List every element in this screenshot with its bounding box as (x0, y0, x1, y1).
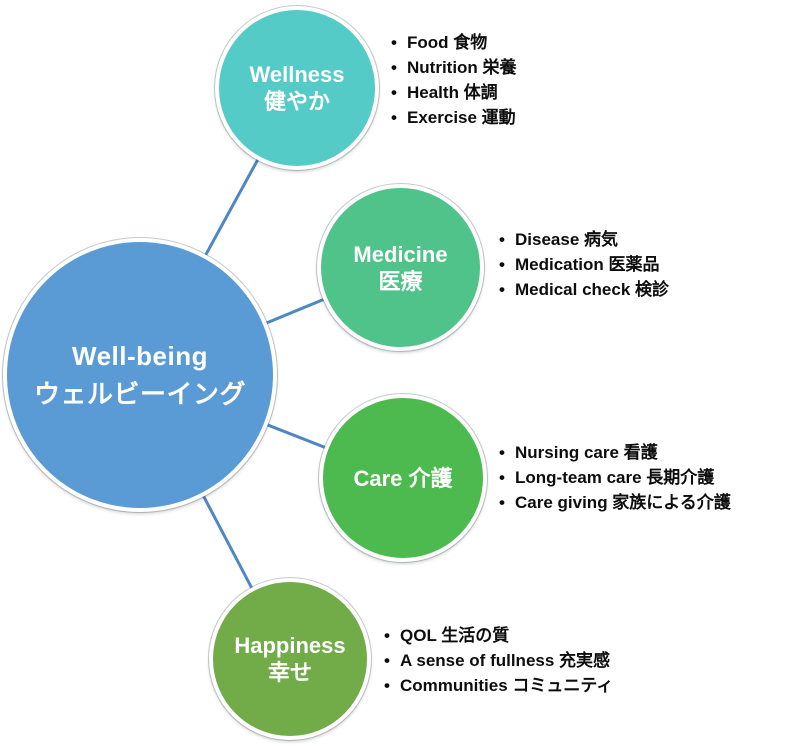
node-wellbeing-label-ja: ウェルビーイング (33, 379, 246, 409)
list-item-text: QOL 生活の質 (400, 626, 510, 645)
bullet-icon: • (499, 443, 505, 462)
bullet-icon: • (499, 255, 505, 274)
list-item: • Communities コミュニティ (384, 673, 613, 698)
list-item: • Disease 病気 (499, 227, 669, 252)
node-happiness-label-en: Happiness (234, 633, 346, 658)
bullet-icon: • (499, 493, 505, 512)
bullet-icon: • (391, 58, 397, 77)
care-bullet-list: • Nursing care 看護 • Long-team care 長期介護 … (499, 440, 731, 515)
list-item-text: Care giving 家族による介護 (515, 493, 731, 512)
list-item: • Health 体調 (391, 80, 517, 105)
node-wellness: Wellness 健やか (215, 6, 379, 170)
list-item-text: Long-team care 長期介護 (515, 468, 715, 487)
list-item-text: A sense of fullness 充実感 (400, 651, 611, 670)
list-item: • Nutrition 栄養 (391, 55, 517, 80)
medicine-bullet-list: • Disease 病気 • Medication 医薬品 • Medical … (499, 227, 669, 302)
node-wellness-label-ja: 健やか (263, 89, 330, 114)
node-care-label: Care 介護 (353, 465, 453, 491)
bullet-icon: • (384, 676, 390, 695)
wellness-bullet-list: • Food 食物 • Nutrition 栄養 • Health 体調 • E… (391, 30, 517, 130)
bullet-icon: • (391, 83, 397, 102)
list-item: • Nursing care 看護 (499, 440, 731, 465)
list-item-text: Nutrition 栄養 (407, 58, 517, 77)
list-item-text: Disease 病気 (515, 230, 618, 249)
bullet-icon: • (499, 280, 505, 299)
bullet-icon: • (384, 651, 390, 670)
node-medicine-label-ja: 医療 (378, 268, 423, 294)
list-item-text: Medical check 検診 (515, 280, 670, 299)
node-wellbeing-label-en: Well-being (72, 341, 208, 371)
list-item: • A sense of fullness 充実感 (384, 648, 613, 673)
happiness-bullet-list: • QOL 生活の質 • A sense of fullness 充実感 • C… (384, 623, 613, 698)
list-item-text: Food 食物 (407, 33, 488, 52)
bullet-icon: • (499, 468, 505, 487)
list-item: • Care giving 家族による介護 (499, 490, 731, 515)
list-item: • Medical check 検診 (499, 277, 669, 302)
bullet-icon: • (384, 626, 390, 645)
bullet-icon: • (499, 230, 505, 249)
bullet-icon: • (391, 33, 397, 52)
list-item: • Food 食物 (391, 30, 517, 55)
list-item-text: Communities コミュニティ (400, 676, 614, 695)
list-item-text: Medication 医薬品 (515, 255, 660, 274)
node-happiness: Happiness 幸せ (209, 578, 371, 740)
list-item: • Exercise 運動 (391, 105, 517, 130)
node-wellbeing: Well-being ウェルビーイング (3, 238, 277, 512)
node-medicine: Medicine 医療 (317, 184, 484, 351)
list-item: • Medication 医薬品 (499, 252, 669, 277)
node-care: Care 介護 (319, 394, 487, 562)
list-item-text: Health 体調 (407, 83, 498, 102)
node-wellness-label-en: Wellness (249, 62, 345, 87)
list-item: • QOL 生活の質 (384, 623, 613, 648)
node-happiness-label-ja: 幸せ (267, 660, 312, 685)
list-item-text: Nursing care 看護 (515, 443, 658, 462)
list-item-text: Exercise 運動 (407, 108, 516, 127)
bullet-icon: • (391, 108, 397, 127)
node-medicine-label-en: Medicine (353, 241, 448, 267)
list-item: • Long-team care 長期介護 (499, 465, 731, 490)
